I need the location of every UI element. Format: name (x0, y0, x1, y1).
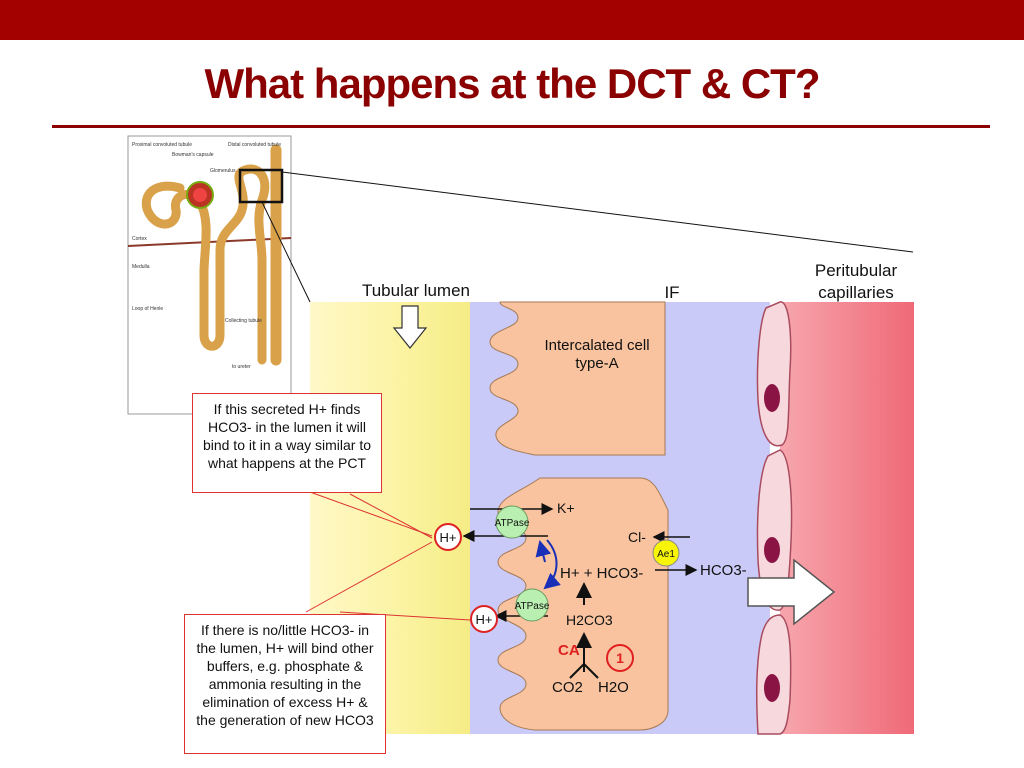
zoom-box (238, 168, 284, 204)
capillary-region (780, 302, 914, 734)
slide-title: What happens at the DCT & CT? (204, 60, 821, 107)
h-lumen-top: H+ (440, 530, 457, 545)
atpase-top-label: ATPase (495, 518, 530, 529)
label-ureter: to ureter (232, 364, 251, 370)
blue-arrow-up (535, 540, 552, 563)
step-one-circle (606, 644, 634, 672)
zoom-line-bottom (261, 201, 311, 303)
zoom-line-top (281, 171, 914, 253)
label-bowman: Bowman's capsule (172, 152, 214, 158)
label-dct: Distal convoluted tubule (228, 142, 281, 148)
atpase-bottom-label: ATPase (515, 601, 550, 612)
label-medulla: Medulla (132, 264, 150, 270)
ae1-exchanger (652, 539, 680, 567)
label-glomerulus: Glomerulus (210, 168, 236, 174)
endothelial-cell-2 (756, 449, 793, 611)
h2o-label: H2O (598, 679, 629, 696)
h-lumen-top-circle (434, 523, 462, 551)
reabsorption-arrow (747, 558, 836, 626)
step-one-label: 1 (616, 650, 624, 666)
top-accent-bar (0, 0, 1024, 40)
lumen-flow-arrow (392, 305, 428, 349)
endothelial-nucleus-3 (764, 674, 780, 702)
callout-top-pointer-1 (309, 491, 433, 537)
ae1-label: Ae1 (657, 549, 675, 560)
label-collecting: Collecting tubule (225, 318, 262, 324)
co2-label: CO2 (552, 679, 583, 696)
callout-bottom-pointer-1 (305, 541, 433, 613)
label-loop: Loop of Henle (132, 306, 163, 312)
label-pct: Proximal convoluted tubule (132, 142, 192, 148)
callout-top: If this secreted H+ finds HCO3- in the l… (192, 393, 382, 493)
tubular-lumen-label: Tubular lumen (362, 281, 470, 300)
intercalated-cell-upper (489, 301, 666, 456)
nephron-tubule (141, 165, 250, 351)
hco3-out-label: HCO3- (700, 562, 747, 579)
atpase-pump-bottom (515, 588, 549, 622)
label-cortex: Cortex (132, 236, 147, 242)
endothelial-nucleus-2 (764, 537, 780, 563)
endothelial-nucleus-1 (764, 384, 780, 412)
h-plus-hco3-label: H+ + HCO3- (560, 565, 643, 582)
h-lumen-bottom-circle (470, 605, 498, 633)
callout-top-pointer-2 (349, 493, 433, 539)
peritubular-label-1: Peritubular (815, 261, 898, 280)
h2o-branch (583, 663, 599, 679)
ca-label: CA (558, 642, 580, 659)
cell-label-1: Intercalated cell (544, 337, 649, 354)
title-underline (52, 125, 990, 128)
cell-label-2: type-A (575, 355, 618, 372)
peritubular-label-2: capillaries (818, 283, 894, 302)
callout-bottom: If there is no/little HCO3- in the lumen… (184, 614, 386, 754)
co2-branch (569, 663, 585, 679)
atpase-pump-top (495, 505, 529, 539)
h2co3-label: H2CO3 (566, 612, 613, 628)
k-label: K+ (557, 500, 575, 516)
nephron-inset: Proximal convoluted tubule Bowman's caps… (127, 135, 292, 415)
callout-bottom-pointer-2 (339, 611, 471, 621)
cl-label: Cl- (628, 529, 646, 545)
if-label: IF (664, 283, 679, 302)
endothelial-cell-1 (756, 301, 792, 447)
h-lumen-bottom: H+ (476, 612, 493, 627)
glomerulus-core (193, 188, 207, 202)
